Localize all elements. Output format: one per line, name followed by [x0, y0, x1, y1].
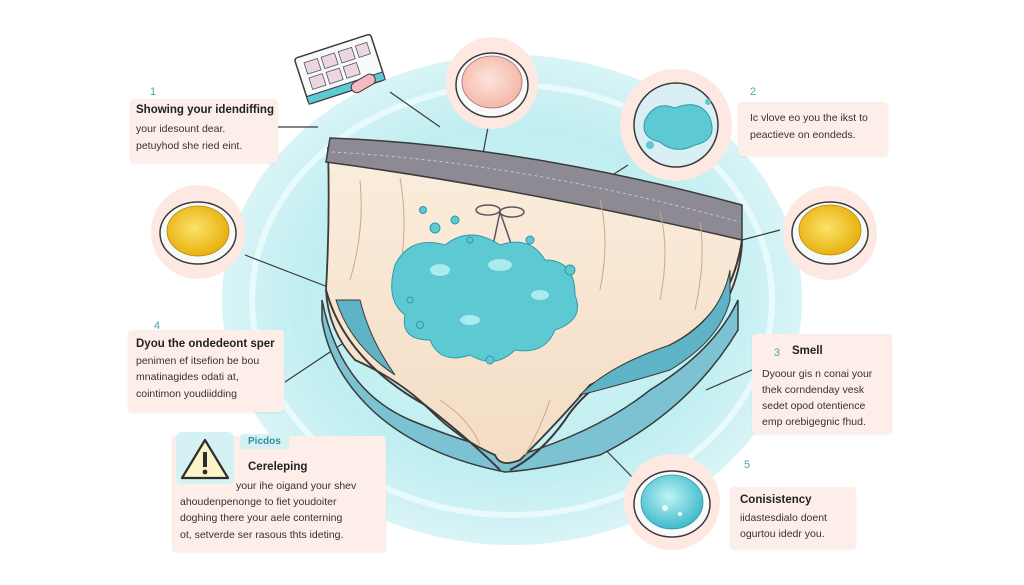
callout-consistency-line-1: iidastesdialo doent: [740, 512, 827, 524]
callout-4-line-2: penimen ef itsefion be bou: [136, 355, 260, 367]
waistband: [325, 137, 743, 241]
callout-2: Ic vlove eo you the ikst to peactieve on…: [738, 102, 888, 156]
callout-identifying-line-2: your idesount dear.: [136, 123, 226, 135]
left-leg-opening: [325, 289, 501, 471]
waistband-stitch: [331, 151, 741, 223]
callout-smell: Smell Dyoour gis n conai your thek cornd…: [752, 334, 892, 434]
stain-highlights: [430, 259, 549, 325]
callout-smell-line-2: thek corndenday vesk: [762, 384, 865, 396]
right-lining-visible: [578, 269, 731, 396]
callout-4-line-3: mnatinagides odati at,: [136, 371, 239, 383]
callout-consistency-title: Conisistency: [740, 494, 812, 506]
callout-identifying-line-1: Showing your idendiffing: [136, 104, 274, 116]
callout-4-number: 4: [153, 320, 161, 332]
callout-2-line-2: peactieve on eondeds.: [750, 129, 856, 141]
callout-warning-title: Cereleping: [248, 461, 308, 473]
dish-pink: [446, 37, 538, 129]
dish-blue-foam: [620, 69, 732, 181]
callout-warning-tag: Picdos: [240, 434, 289, 449]
callout-1-number: 1: [149, 86, 157, 98]
callout-4-line-4: cointimon youdiidding: [136, 388, 237, 400]
callout-warning-line-1: your ihe oigand your shev: [236, 480, 357, 492]
callout-3-number: 3: [773, 347, 781, 359]
callout-warning-line-2: ahoudenpenonge to fiet youdoiter: [180, 496, 337, 508]
callout-smell-title: Smell: [792, 345, 823, 357]
callout-smell-line-3: sedet opod otentience: [762, 400, 866, 412]
callout-smell-line-1: Dyoour gis n conai your: [762, 368, 873, 380]
left-lining-visible: [335, 299, 396, 376]
callout-consistency-line-2: ogurtou idedr you.: [740, 528, 825, 540]
callout-consistency: Conisistency iidastesdialo doent ogurtou…: [730, 487, 856, 549]
petri-dish-icon: [624, 454, 720, 550]
callout-warning-line-3: doghing there your aele conterning: [180, 512, 343, 524]
callout-2-number: 2: [749, 86, 757, 98]
dish-yellow-right: [783, 186, 877, 280]
callout-smell-line-4: emp orebigegnic fhud.: [762, 416, 866, 428]
callout-4-line-1: Dyou the ondedeont sper: [136, 338, 275, 350]
callout-4: Dyou the ondedeont sper penimen ef itsef…: [128, 330, 284, 412]
underwear-illustration: [321, 137, 743, 473]
callout-2-line-1: Ic vlove eo you the ikst to: [750, 112, 868, 124]
dish-yellow-left: [151, 185, 245, 279]
callout-identifying: Showing your idendiffing your idesount d…: [130, 99, 278, 163]
callout-warning-line-4: ot, setverde ser rasous thts ideting.: [180, 529, 344, 541]
callout-5-number: 5: [743, 459, 751, 471]
warning-icon-overlay: [176, 432, 234, 484]
underwear-lining: [321, 299, 739, 473]
callout-identifying-line-3: petuyhod she ried eint.: [136, 140, 243, 152]
pill-blister-icon: [294, 33, 386, 105]
